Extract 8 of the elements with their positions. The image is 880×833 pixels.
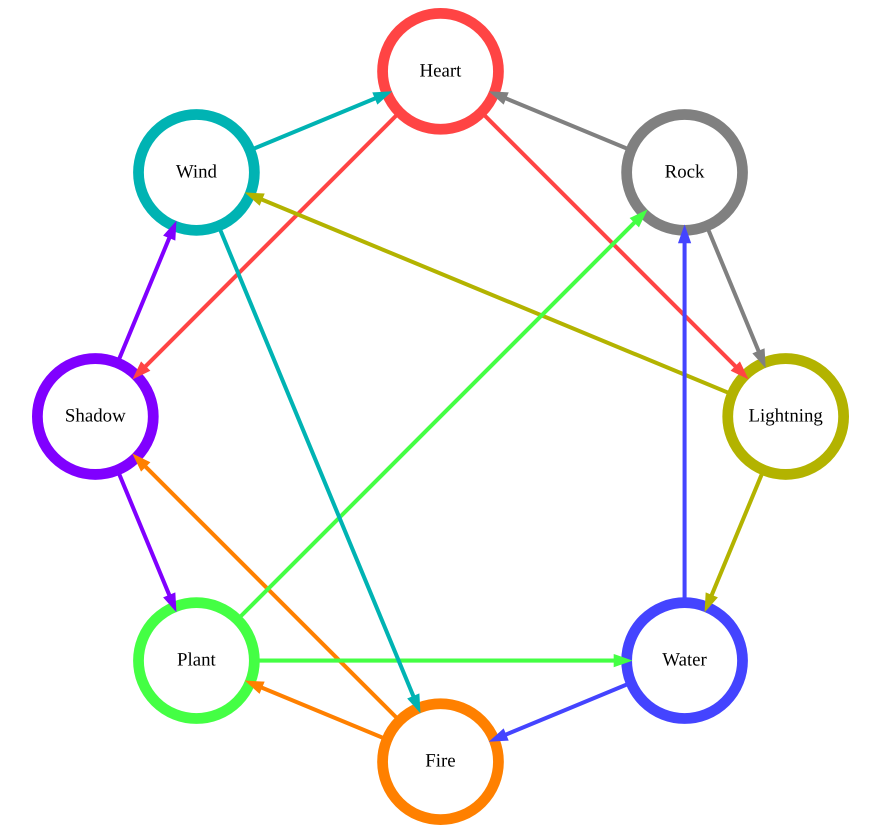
node-circle: Fire	[376, 698, 504, 825]
node-circle: Heart	[376, 8, 504, 135]
node-circle: Rock	[620, 109, 748, 236]
node-circle: Plant	[132, 597, 260, 724]
node-circle: Shadow	[32, 353, 158, 480]
node-circle: Water	[620, 597, 748, 724]
node-circle: Lightning	[722, 353, 848, 480]
node-circle: Wind	[132, 109, 260, 236]
